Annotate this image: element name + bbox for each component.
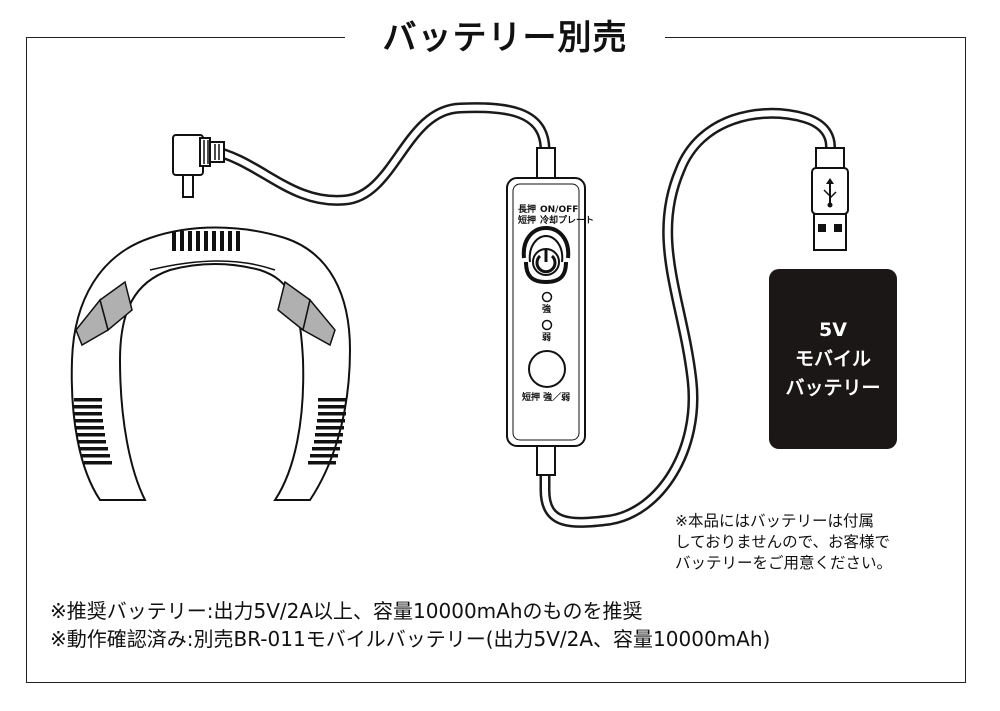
footer-notes: ※推奨バッテリー:出力5V/2A以上、容量10000mAhのものを推奨 ※動作確…: [50, 597, 770, 653]
short-press-label: 短押: [518, 216, 537, 226]
dc-plug: [172, 134, 225, 198]
verified-battery-note: ※動作確認済み:別売BR-011モバイルバッテリー(出力5V/2A、容量1000…: [50, 627, 771, 651]
power-icon: [535, 250, 557, 274]
long-press-label: 長押: [518, 205, 537, 215]
note-line: しておりませんので、お客様で: [675, 533, 890, 551]
weak-label: 弱: [542, 333, 552, 343]
strong-label: 強: [542, 305, 552, 315]
recommended-battery-note: ※推奨バッテリー:出力5V/2A以上、容量10000mAhのものを推奨: [50, 599, 643, 623]
mode-button: [528, 350, 566, 388]
battery-label-mobile: モバイル: [794, 347, 871, 370]
top-vent: [172, 231, 240, 251]
battery-voltage: 5V: [819, 318, 847, 341]
cooling-plate-label: 冷却プレート: [540, 216, 595, 226]
note-line: ※本品にはバッテリーは付属: [675, 512, 874, 530]
led-weak: [541, 319, 553, 331]
right-vent: [308, 398, 346, 465]
usb-icon: [823, 178, 837, 208]
mobile-battery: 5V モバイル バッテリー: [769, 269, 897, 449]
neck-fan: [70, 226, 352, 501]
controller: [506, 147, 586, 476]
left-vent: [74, 398, 112, 465]
battery-note: ※本品にはバッテリーは付属 しておりませんので、お客様で バッテリーをご用意くだ…: [675, 511, 892, 574]
note-line: バッテリーをご用意ください。: [675, 554, 893, 572]
mode-label: 短押 強／弱: [522, 393, 571, 403]
onoff-label: ON/OFF: [540, 205, 579, 215]
usb-plug: [811, 147, 849, 251]
led-strong: [541, 291, 553, 303]
battery-label-battery: バッテリー: [785, 376, 881, 399]
page-title: バッテリー別売: [345, 12, 665, 64]
